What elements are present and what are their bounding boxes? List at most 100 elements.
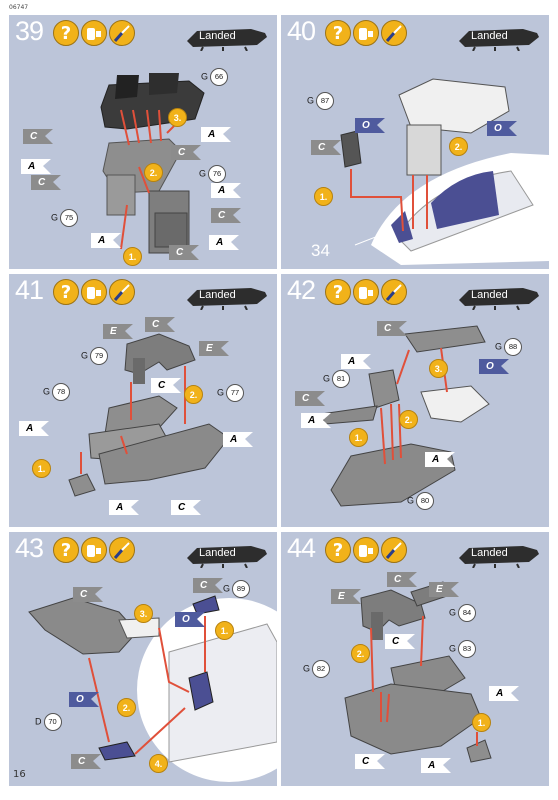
sprue-tag: E	[429, 582, 459, 597]
step-number: 42	[287, 275, 316, 305]
sprue-tag: C	[295, 391, 325, 406]
question-mark-icon: ?	[325, 537, 351, 563]
order-badge: 2.	[117, 698, 136, 717]
instruction-icons: ?	[53, 537, 135, 563]
sprue-tag: A	[19, 421, 49, 436]
sprue-tag: A	[91, 233, 121, 248]
step-42-drawing	[320, 325, 490, 507]
sprue-tag: E	[331, 589, 361, 604]
sprue-tag: O	[69, 692, 99, 707]
sprue-tag: A	[201, 127, 231, 142]
step-40-drawing	[340, 78, 549, 265]
question-mark-icon: ?	[53, 279, 79, 305]
glue-bottle-icon	[353, 279, 379, 305]
step-number: 43	[15, 533, 44, 563]
order-badge: 1.	[349, 428, 368, 447]
instruction-icons: ?	[325, 20, 407, 46]
sprue-tag: C	[23, 129, 53, 144]
sprue-tag: C	[151, 378, 181, 393]
sprue-tag: A	[21, 159, 51, 174]
ship-silhouette-icon: Landed	[455, 540, 541, 568]
sprue-tag: A	[209, 235, 239, 250]
mode-label: Landed	[199, 547, 236, 559]
instruction-icons: ?	[53, 279, 135, 305]
mode-label: Landed	[471, 30, 508, 42]
glue-bottle-icon	[353, 537, 379, 563]
order-badge: 2.	[399, 410, 418, 429]
page-number: 16	[13, 769, 26, 780]
order-badge: 4.	[149, 754, 168, 773]
sprue-tag: A	[341, 354, 371, 369]
order-badge: 3.	[134, 604, 153, 623]
glue-bottle-icon	[81, 279, 107, 305]
mode-label: Landed	[199, 289, 236, 301]
product-code: 06747	[9, 4, 29, 11]
glue-bottle-icon	[353, 20, 379, 46]
sprue-tag: C	[171, 145, 201, 160]
question-mark-icon: ?	[325, 279, 351, 305]
sprue-tag: O	[487, 121, 517, 136]
order-badge: 1.	[314, 187, 333, 206]
sprue-tag: E	[103, 324, 133, 339]
question-mark-icon: ?	[325, 20, 351, 46]
reference-step-number: 40	[245, 608, 264, 627]
question-mark-icon: ?	[53, 20, 79, 46]
sprue-tag: C	[31, 175, 61, 190]
instruction-icons: ?	[325, 279, 407, 305]
sprue-tag: A	[223, 432, 253, 447]
paintbrush-icon	[381, 279, 407, 305]
step-39-drawing	[100, 73, 205, 254]
instruction-icons: ?	[53, 20, 135, 46]
order-badge: 2.	[449, 137, 468, 156]
step-number: 41	[15, 275, 44, 305]
ship-silhouette-icon: Landed	[455, 282, 541, 310]
glue-bottle-icon	[81, 20, 107, 46]
step-41-drawing	[68, 333, 230, 497]
sprue-tag: C	[169, 245, 199, 260]
sprue-tag: C	[387, 572, 417, 587]
paintbrush-icon	[109, 537, 135, 563]
sprue-tag: C	[385, 634, 415, 649]
sprue-tag: A	[301, 413, 331, 428]
step-number: 44	[287, 533, 316, 563]
sprue-tag: A	[109, 500, 139, 515]
order-badge: 3.	[168, 108, 187, 127]
step-number: 39	[15, 16, 44, 46]
order-badge: 2.	[184, 385, 203, 404]
order-badge: 1.	[472, 713, 491, 732]
order-badge: 1.	[123, 247, 142, 266]
sprue-tag: C	[193, 578, 223, 593]
step-43-drawing	[28, 595, 277, 782]
ship-silhouette-icon: Landed	[455, 23, 541, 51]
paintbrush-icon	[381, 537, 407, 563]
sprue-tag: O	[355, 118, 385, 133]
instruction-icons: ?	[325, 537, 407, 563]
sprue-tag: C	[211, 208, 241, 223]
paintbrush-icon	[381, 20, 407, 46]
sprue-tag: C	[171, 500, 201, 515]
sprue-tag: C	[377, 321, 407, 336]
order-badge: 3.	[429, 359, 448, 378]
paintbrush-icon	[109, 279, 135, 305]
ship-silhouette-icon: Landed	[183, 540, 269, 568]
sprue-tag: C	[73, 587, 103, 602]
sprue-tag: C	[311, 140, 341, 155]
ship-silhouette-icon: Landed	[183, 282, 269, 310]
mode-label: Landed	[471, 547, 508, 559]
step-number: 40	[287, 16, 316, 46]
sprue-tag: A	[211, 183, 241, 198]
